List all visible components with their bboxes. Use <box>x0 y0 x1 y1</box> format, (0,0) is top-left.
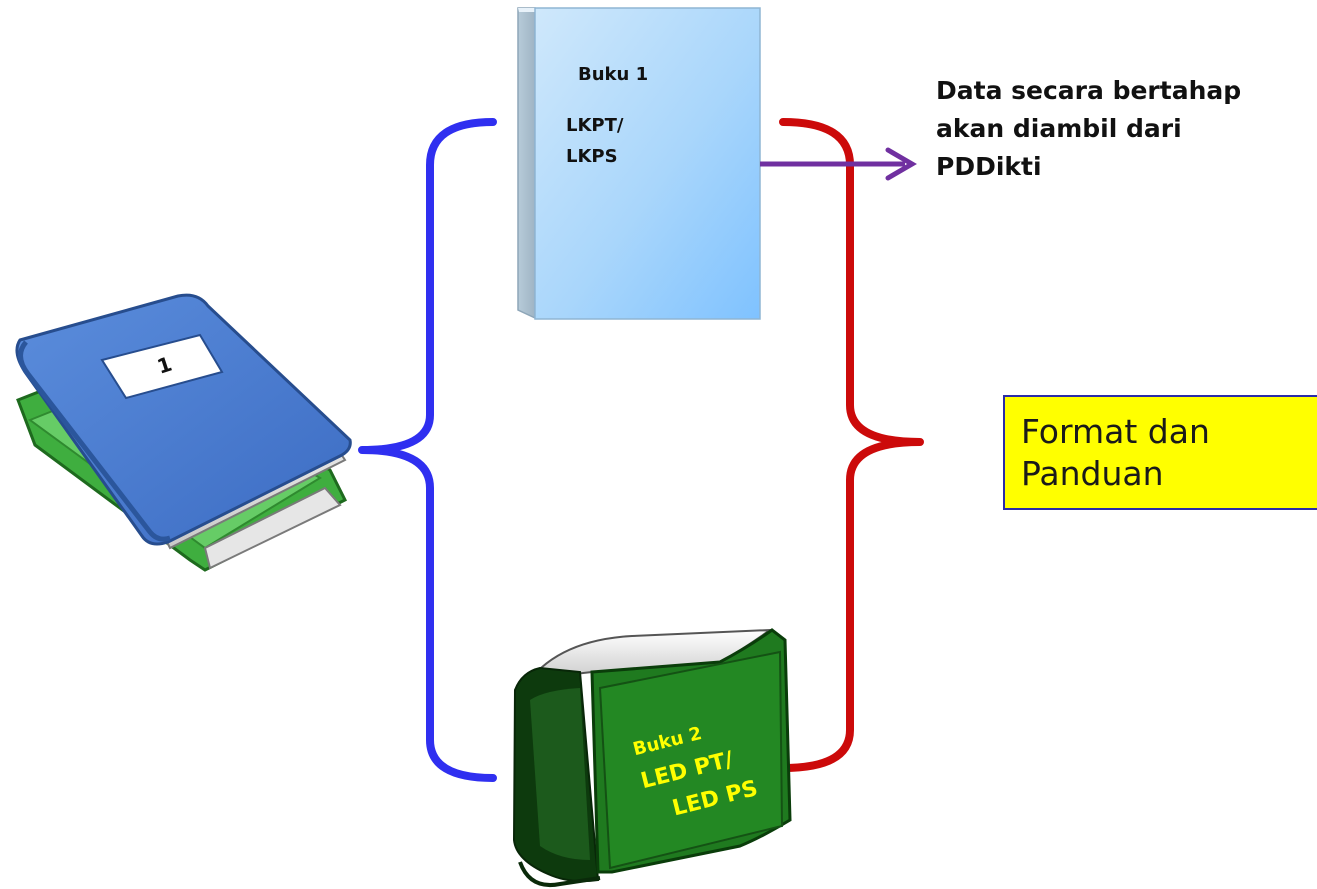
left-curly-brace <box>358 118 497 782</box>
data-source-note: Data secara bertahap akan diambil dari P… <box>936 72 1316 186</box>
book-2-icon <box>512 628 792 887</box>
book-1-title: Buku 1 <box>578 64 648 85</box>
book-stack-icon <box>15 293 352 572</box>
format-box-line-2: Panduan <box>1021 454 1164 493</box>
stack-book-label-card <box>100 333 224 400</box>
format-guide-box: Format dan Panduan <box>1003 395 1317 510</box>
book-1-line-1: LKPT/ <box>566 115 624 136</box>
right-curly-brace <box>779 118 924 772</box>
book-1-line-2: LKPS <box>566 146 618 167</box>
format-box-line-1: Format dan <box>1021 412 1210 451</box>
book-1-icon <box>517 7 761 320</box>
note-line-3: PDDikti <box>936 152 1042 181</box>
note-line-1: Data secara bertahap <box>936 76 1242 105</box>
data-source-arrow <box>760 147 917 181</box>
note-line-2: akan diambil dari <box>936 114 1182 143</box>
